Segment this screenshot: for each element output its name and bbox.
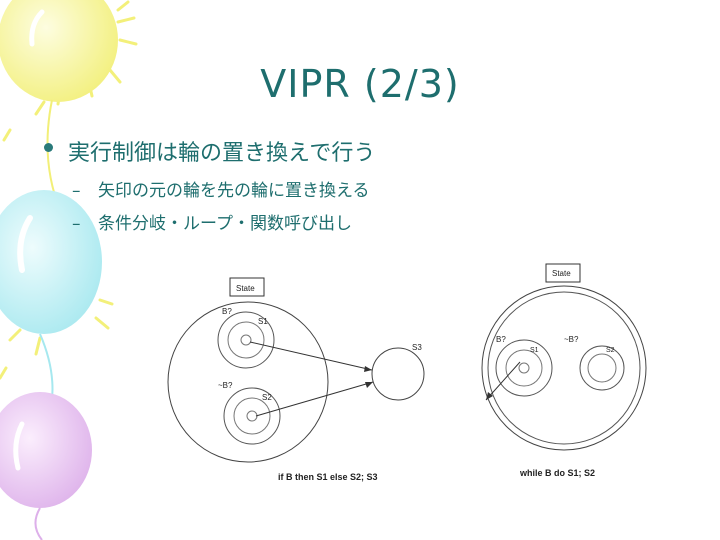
state-label: State (552, 269, 571, 278)
sub-bullet-dash: – (72, 214, 81, 234)
s2-label: S2 (262, 393, 272, 402)
sub-bullet-text: 条件分岐・ループ・関数呼び出し (98, 214, 352, 234)
main-bullet-text: 実行制御は輪の置き換えで行う (68, 141, 376, 166)
outer-ring (167, 301, 329, 463)
sub-bullet-text: 矢印の元の輪を先の輪に置き換える (98, 181, 370, 201)
outer-ring (481, 285, 647, 451)
yellow-balloon (0, 0, 118, 102)
state-box (229, 277, 265, 297)
s1-label: S1 (530, 347, 539, 354)
pink-balloon (0, 392, 92, 508)
s3-ring (371, 347, 425, 401)
sub-bullet-dash: – (72, 181, 81, 201)
s3-label: S3 (412, 343, 422, 352)
cond-true-label: B? (496, 335, 506, 344)
bullet-dot-icon (44, 143, 53, 152)
slide-title: VIPR (2/3) (260, 62, 460, 106)
while-loop-diagram: State B? S1 ~B? S2 while B do S1; S2 (466, 262, 662, 484)
sub-bullet-2: –条件分岐・ループ・関数呼び出し (72, 209, 352, 234)
cond-false-label: ~B? (218, 381, 233, 390)
cond-true-label: B? (222, 307, 232, 316)
cond-false-label: ~B? (564, 335, 579, 344)
state-box (545, 263, 581, 283)
if-caption: if B then S1 else S2; S3 (278, 472, 378, 482)
sub-bullet-1: –矢印の元の輪を先の輪に置き換える (72, 176, 370, 201)
state-label: State (236, 284, 255, 293)
s1-label: S1 (258, 317, 268, 326)
while-caption: while B do S1; S2 (519, 468, 595, 478)
if-then-else-diagram: State B? S1 ~B? S2 S3 if B then S1 else … (166, 272, 436, 488)
s2-label: S2 (606, 347, 615, 354)
